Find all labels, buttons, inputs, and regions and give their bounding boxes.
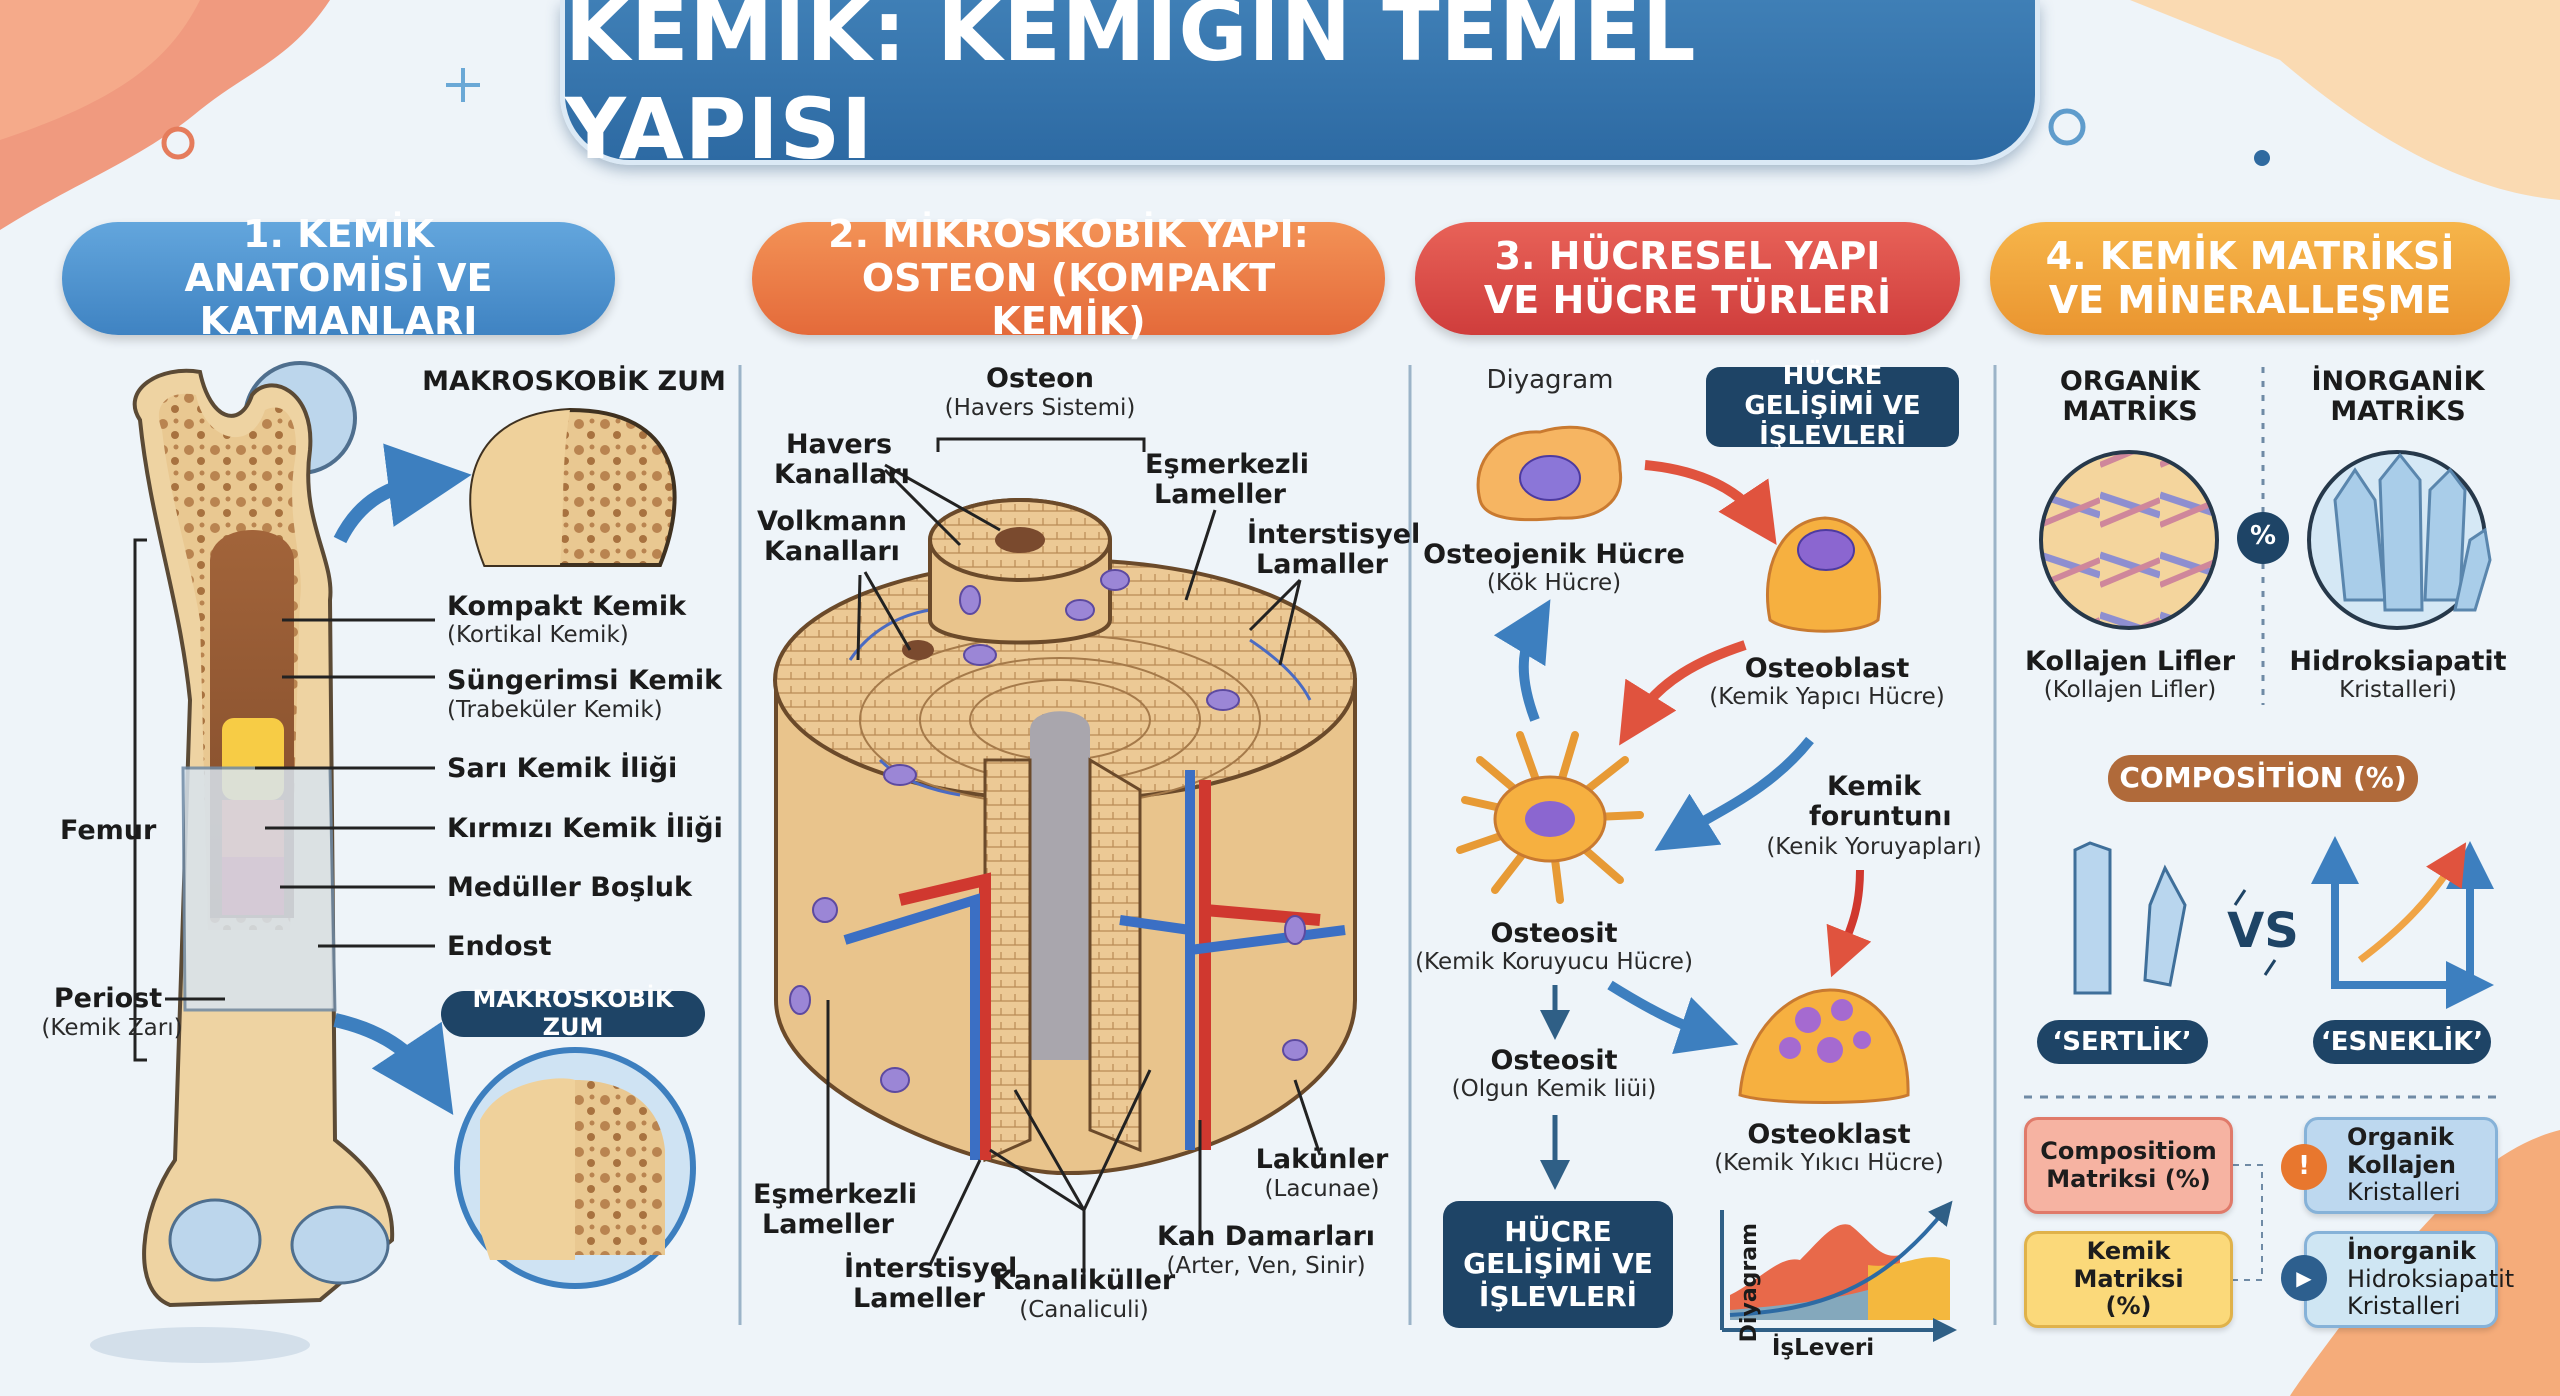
label-hydroxyapatite: Hidroksiapatit xyxy=(2289,646,2507,677)
section-header-matrix: 4. KEMİK MATRİKSİ VE MİNERALLEŞME xyxy=(1990,222,2510,335)
label-periosteum: Periost xyxy=(53,983,163,1014)
label-spongy-bone: Süngerimsi Kemik xyxy=(447,665,723,696)
alert-icon: ! xyxy=(2281,1144,2327,1190)
label-spongy-bone-sub: (Trabeküler Kemik) xyxy=(447,697,663,723)
label-yellow-marrow: Sarı Kemik İliği xyxy=(447,753,678,784)
info-box-cell-development: HÜCRE GELİŞİMİ VE İŞLEVLERİ xyxy=(1706,361,1959,451)
label-osteogenic-cell: Osteojenik Hücre xyxy=(1423,539,1685,570)
bone-matrix-box: Kemik Matriksi (%) xyxy=(2024,1231,2233,1328)
cell-diagram xyxy=(1456,425,1910,1190)
hydroxyapatite-image xyxy=(2307,450,2492,630)
label-compact-bone: Kompakt Kemik xyxy=(447,591,687,622)
label-blood-vessels: Kan Damarları xyxy=(1156,1221,1376,1252)
label-collagen-fibers: Kollajen Lifler xyxy=(2024,646,2236,677)
arrow-icon xyxy=(333,443,472,544)
mini-chart-area-yellow xyxy=(1868,1257,1950,1320)
hardness-crystals xyxy=(2073,841,2187,995)
label-medullary-cavity: Medüller Boşluk xyxy=(447,872,692,903)
section-header-microscopic: 2. MİKROSKOBİK YAPI: OSTEON (KOMPAKT KEM… xyxy=(752,212,1385,343)
organic-box-line1: Kollajen xyxy=(2347,1150,2456,1179)
inorganic-box-line1: Hidroksiapatit xyxy=(2347,1264,2515,1293)
sertlik-pill xyxy=(2037,1020,2208,1064)
percent-circle xyxy=(2237,512,2289,564)
collagen-fibers-image xyxy=(2039,450,2219,630)
label-periosteum-sub: (Kemik Zarı) xyxy=(41,1015,183,1041)
label-interstitial-lamellae-bottom: İnterstisyel Lameller xyxy=(844,1253,1018,1314)
label-lacunae-sub: (Lacunae) xyxy=(1264,1176,1380,1202)
play-icon: ▶ xyxy=(2281,1255,2327,1301)
artery-icon xyxy=(898,872,991,1160)
label-blood-vessels-sub: (Arter, Ven, Sinir) xyxy=(1166,1253,1366,1279)
zoom-label-bottom: MAKROSKOBİK ZUM xyxy=(441,986,705,1041)
vein-icon xyxy=(843,893,980,1160)
label-interstitial-lamellae-top: İnterstisyel Lamaller xyxy=(1247,519,1421,580)
label-canaliculi-sub: (Canaliculi) xyxy=(1019,1297,1149,1323)
label-concentric-lamellae-bottom: Eşmerkezli Lameller xyxy=(753,1179,918,1240)
inorganic-matrix-title: İNORGANİK MATRİKS xyxy=(2311,366,2485,427)
diagram-label: Diyagram xyxy=(1486,365,1614,395)
mini-chart xyxy=(1720,1200,1950,1330)
vs-label: VS xyxy=(2227,903,2299,959)
hardness-label: ‘SERTLİK’ xyxy=(2052,1027,2192,1057)
label-osteocyte-mature: Osteosit xyxy=(1490,1045,1618,1076)
mini-chart-xlabel: İşLeveri xyxy=(1771,1335,1875,1361)
label-osteogenic-cell-sub: (Kök Hücre) xyxy=(1486,570,1622,596)
zoom-label-top: MAKROSKOBİK ZUM xyxy=(422,366,726,397)
femur-illustration xyxy=(90,361,395,1363)
decor-ring xyxy=(161,126,195,160)
osteon-illustration xyxy=(773,498,1357,1176)
page-title: KEMİK: KEMİĞİN TEMEL YAPISI xyxy=(560,0,2040,178)
label-osteocyte-sub: (Kemik Koruyucu Hücre) xyxy=(1415,949,1693,975)
label-endosteum: Endost xyxy=(447,931,552,962)
percent-symbol: % xyxy=(2249,521,2277,551)
section-header-cellular: 3. HÜCRESEL YAPI VE HÜCRE TÜRLERİ xyxy=(1415,222,1960,335)
elasticity-axes xyxy=(2311,836,2494,1009)
label-osteon: Osteon xyxy=(985,363,1095,394)
label-bone-formation: Kemik foruntunı xyxy=(1809,771,1952,832)
label-red-marrow: Kırmızı Kemik İliği xyxy=(447,813,723,844)
mini-chart-ylabel: Diyagram xyxy=(1737,1222,1763,1343)
organic-matrix-title: ORGANİK MATRİKS xyxy=(2059,366,2201,427)
composition-matrix-box: Compositiom Matriksi (%) xyxy=(2024,1117,2233,1214)
label-compact-bone-sub: (Kortikal Kemik) xyxy=(447,622,629,648)
composition-pill xyxy=(2108,755,2418,802)
label-canaliculi: Kanaliküller xyxy=(992,1265,1176,1296)
label-osteocyte-mature-sub: (Olgun Kemik liüi) xyxy=(1451,1076,1657,1102)
bottom-box-cell-development: HÜCRE GELİŞİMİ VE İŞLEVLERİ xyxy=(1443,1201,1673,1328)
label-osteoclast: Osteoklast xyxy=(1747,1119,1911,1150)
esneklik-pill xyxy=(2313,1020,2491,1064)
label-volkmann-canals: Volkmann Kanalları xyxy=(757,506,907,567)
label-osteocyte: Osteosit xyxy=(1490,918,1618,949)
organic-box: Organik Kollajen Kristalleri xyxy=(2304,1117,2498,1214)
periost-sleeve xyxy=(181,766,337,1012)
label-bone-formation-sub: (Kenik Yoruyapları) xyxy=(1766,834,1982,860)
label-havers-canals: Havers Kanalları xyxy=(774,429,910,490)
inorganic-box-line2: Kristalleri xyxy=(2347,1292,2461,1321)
elasticity-label: ‘ESNEKLİK’ xyxy=(2320,1027,2484,1057)
organic-box-line2: Kristalleri xyxy=(2347,1178,2461,1207)
label-concentric-lamellae-top: Eşmerkezli Lameller xyxy=(1145,449,1310,510)
label-osteoblast: Osteoblast xyxy=(1744,653,1910,684)
label-osteoclast-sub: (Kemik Yıkıcı Hücre) xyxy=(1714,1150,1944,1176)
label-hydroxyapatite-sub: Kristalleri) xyxy=(2339,677,2457,703)
section-header-anatomy: 1. KEMİK ANATOMİSİ VE KATMANLARI xyxy=(62,212,615,343)
composition-label: COMPOSİTİON (%) xyxy=(2119,761,2407,794)
inorganic-box-title: İnorganik xyxy=(2347,1237,2476,1266)
label-lacunae: Lakünler xyxy=(1255,1144,1389,1175)
inorganic-box: İnorganik Hidroksiapatit Kristalleri xyxy=(2304,1231,2514,1328)
label-osteoblast-sub: (Kemik Yapıcı Hücre) xyxy=(1709,684,1945,710)
label-osteon-sub: (Havers Sistemi) xyxy=(944,395,1136,421)
label-collagen-fibers-sub: (Kollajen Lifler) xyxy=(2043,677,2217,703)
organic-box-title: Organik xyxy=(2347,1123,2454,1152)
label-femur: Femur xyxy=(60,815,157,846)
